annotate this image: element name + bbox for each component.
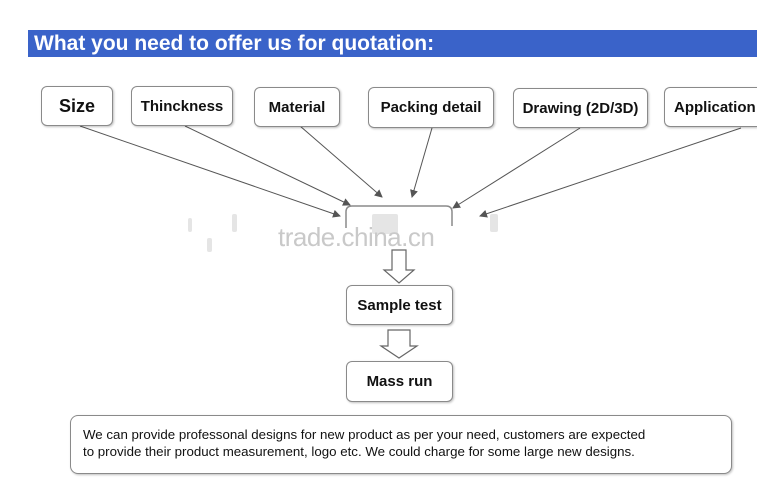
- input-thickness-label: Thinckness: [140, 97, 224, 115]
- blur-mark: [372, 214, 398, 234]
- note-line-2: to provide their product measurement, lo…: [83, 444, 635, 459]
- input-material-box: Material: [254, 87, 340, 127]
- input-size-box: Size: [41, 86, 113, 126]
- arrow-application: [479, 127, 742, 218]
- down-arrow-2: [379, 329, 419, 359]
- center-box-outline: [345, 205, 453, 228]
- arrow-drawing: [452, 127, 581, 209]
- note-line-1: We can provide professonal designs for n…: [83, 427, 646, 442]
- watermark: trade.china.cn: [278, 222, 435, 252]
- arrow-packing: [410, 127, 433, 198]
- sample-test-label: Sample test: [357, 296, 442, 314]
- mass-run-label: Mass run: [366, 373, 433, 390]
- arrow-size: [79, 125, 341, 218]
- design-service-note: We can provide professonal designs for n…: [70, 415, 732, 474]
- input-drawing-box: Drawing (2D/3D): [513, 88, 648, 128]
- input-material-label: Material: [268, 98, 326, 116]
- page-title-bar: What you need to offer us for quotation:: [28, 30, 757, 57]
- mass-run-box: Mass run: [346, 361, 453, 402]
- blur-mark: [232, 214, 237, 232]
- input-application-label: Application: [674, 98, 756, 116]
- input-size-label: Size: [58, 96, 96, 116]
- input-drawing-label: Drawing (2D/3D): [522, 99, 639, 117]
- input-thickness-box: Thinckness: [131, 86, 233, 126]
- input-packing-box: Packing detail: [368, 87, 494, 128]
- blur-mark: [207, 238, 212, 252]
- down-arrow-1: [382, 249, 416, 284]
- page-title: What you need to offer us for quotation:: [34, 32, 435, 55]
- input-packing-label: Packing detail: [380, 99, 482, 116]
- input-application-box: Application: [664, 87, 757, 127]
- sample-test-box: Sample test: [346, 285, 453, 325]
- blur-mark: [188, 218, 192, 232]
- blur-mark: [490, 214, 498, 232]
- arrow-thickness: [184, 125, 351, 206]
- arrow-material: [299, 125, 383, 198]
